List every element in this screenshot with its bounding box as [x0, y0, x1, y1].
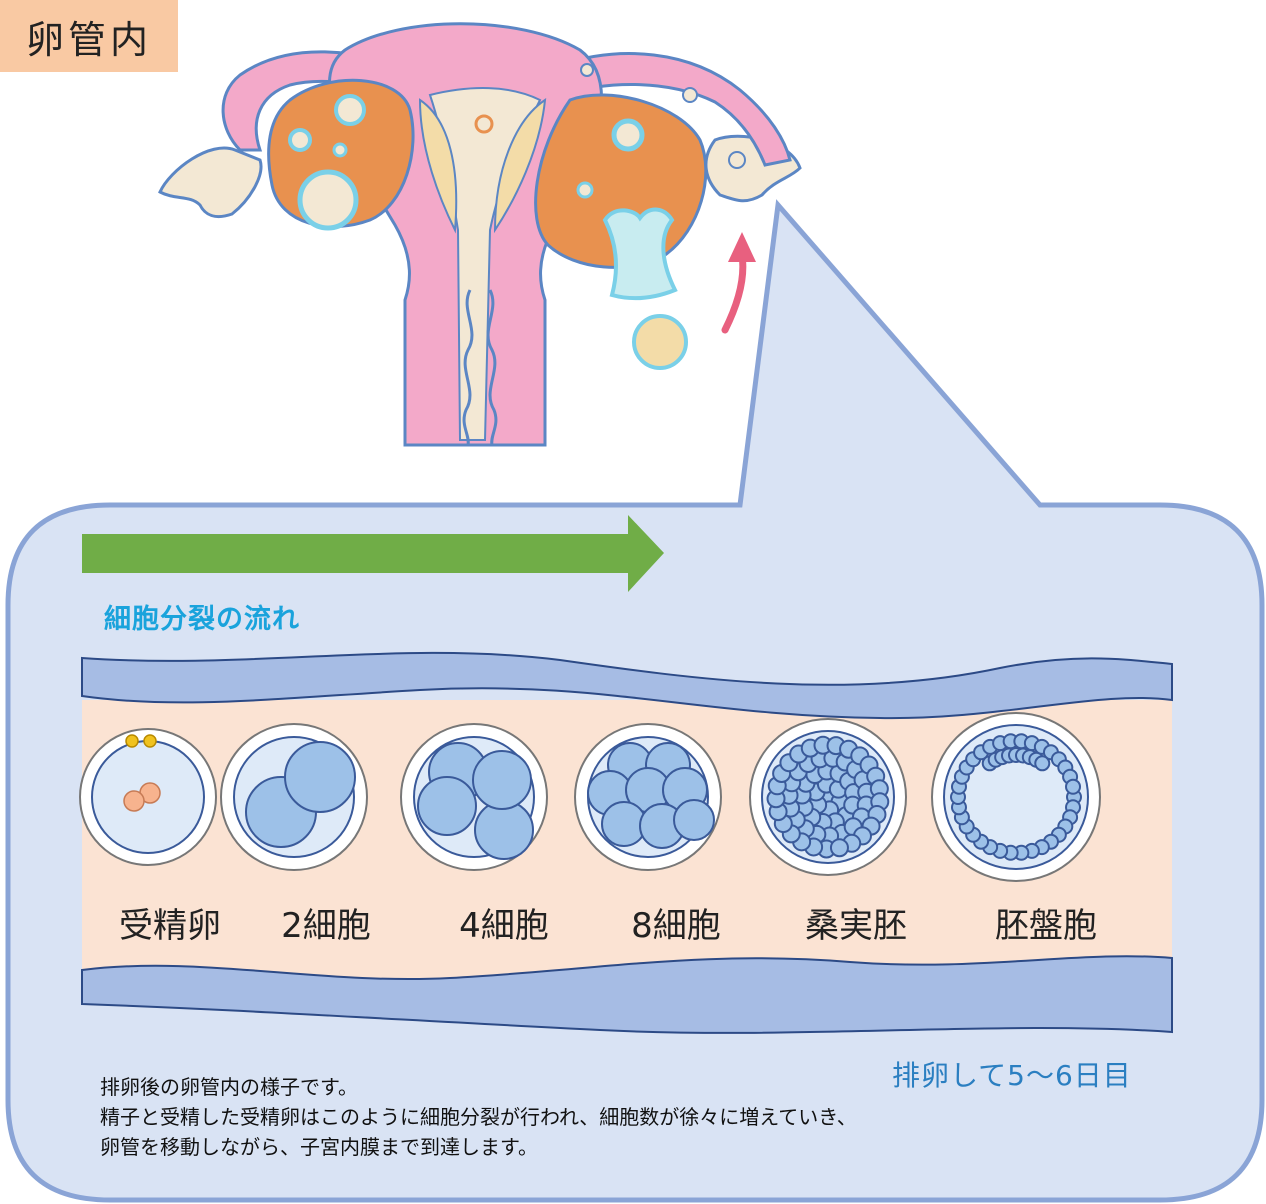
ruptured-follicle	[602, 207, 678, 301]
morula-embryo	[749, 718, 907, 876]
stage-label-eight-cell: 8細胞	[631, 906, 721, 946]
left-fimbria	[158, 146, 263, 219]
tube-tag: 卵管内	[0, 0, 178, 72]
stage-label-zygote: 受精卵	[119, 906, 221, 946]
stage-label-four-cell: 4細胞	[459, 906, 549, 946]
morula-cell	[829, 838, 849, 858]
caption-line-1: 排卵後の卵管内の様子です。	[100, 1075, 358, 1099]
two-cell-embryo	[220, 723, 368, 871]
right-tube	[558, 52, 792, 167]
inner-cell-mass-cell	[1034, 755, 1051, 772]
four-cell-embryo	[400, 723, 548, 871]
eight-cell-embryo	[574, 723, 722, 871]
blastocyst-cell	[1065, 778, 1082, 795]
uterus-illustration	[158, 22, 802, 447]
flow-label: 細胞分裂の流れ	[104, 604, 300, 635]
pink-up-arrow	[721, 251, 747, 334]
caption-line-3: 卵管を移動しながら、子宮内膜まで到達します。	[100, 1135, 538, 1159]
stage-label-two-cell: 2細胞	[281, 906, 371, 946]
flow-arrow	[82, 515, 664, 592]
stage-label-blastocyst: 胚盤胞	[995, 906, 1097, 946]
caption-line-2: 精子と受精した受精卵はこのように細胞分裂が行われ、細胞数が徐々に増えていき、	[100, 1105, 857, 1129]
stage-label-morula: 桑実胚	[805, 906, 907, 946]
days-label: 排卵して5〜6日目	[892, 1059, 1132, 1092]
zygote-cell	[79, 728, 217, 866]
blastocyst-embryo	[931, 712, 1101, 882]
caption: 排卵後の卵管内の様子です。 精子と受精した受精卵はこのように細胞分裂が行われ、細…	[100, 1072, 857, 1162]
ovulated-egg	[632, 314, 688, 370]
tube-tag-text: 卵管内	[25, 17, 152, 62]
tube-wall-top	[81, 651, 1173, 720]
tube-wall-bottom	[81, 955, 1173, 1034]
